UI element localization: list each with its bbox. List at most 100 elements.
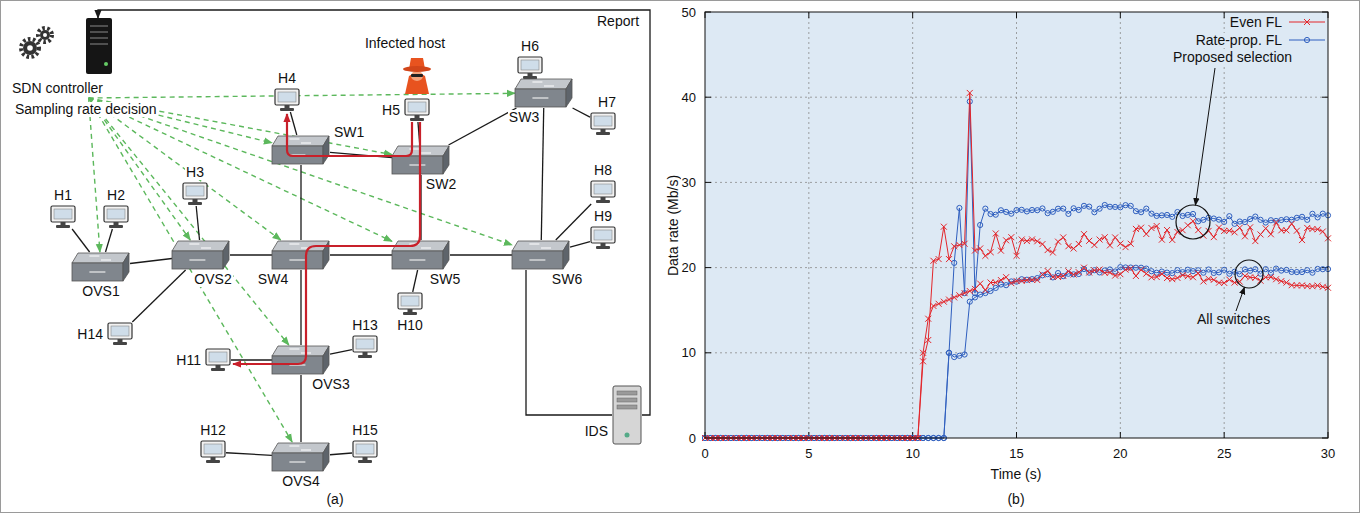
point-marker	[1263, 225, 1269, 231]
gear-hole	[43, 33, 47, 37]
point-marker	[1273, 276, 1279, 282]
switch-arrows	[189, 244, 211, 260]
point-marker	[1029, 236, 1035, 242]
point-marker	[1076, 241, 1082, 247]
host-node: H12	[200, 440, 226, 464]
point-marker	[1304, 37, 1309, 42]
point-marker	[1029, 277, 1034, 282]
point-marker	[1040, 206, 1045, 211]
switch-top	[272, 443, 329, 453]
point-marker	[988, 211, 993, 216]
point-marker	[988, 288, 993, 293]
node-icon	[590, 226, 616, 250]
point-marker	[1055, 206, 1060, 211]
host-node: H8	[590, 180, 616, 204]
switch-top	[515, 79, 572, 89]
point-marker	[1144, 206, 1149, 211]
point-marker	[1299, 269, 1304, 274]
tick-label: 15	[1008, 446, 1024, 461]
node-label: H15	[351, 423, 379, 438]
monitor-base	[211, 368, 225, 371]
grid-line	[705, 352, 1328, 353]
network-link	[230, 254, 272, 255]
monitor-stand	[408, 309, 413, 312]
node-label: H9	[593, 209, 613, 224]
host-node: H15	[352, 440, 378, 464]
point-marker	[1248, 216, 1253, 221]
point-marker	[962, 290, 968, 296]
point-marker	[1305, 268, 1310, 273]
point-marker	[983, 206, 988, 211]
point-marker	[998, 208, 1003, 213]
point-marker	[1190, 218, 1196, 224]
network-link	[300, 375, 301, 442]
monitor-screen	[594, 230, 612, 240]
point-marker	[1159, 271, 1165, 277]
node-label: H8	[593, 163, 613, 178]
node-label: H6	[520, 39, 540, 54]
node-label: IDS	[584, 424, 609, 439]
switch-side	[323, 241, 329, 269]
point-marker	[1154, 274, 1160, 280]
host-node: H13	[352, 335, 378, 359]
point-marker	[925, 337, 931, 343]
point-marker	[1144, 266, 1149, 271]
point-marker	[1263, 274, 1269, 280]
point-marker	[1221, 280, 1227, 286]
node-label: H7	[597, 95, 617, 110]
monitor-base	[358, 355, 372, 358]
switch-node: SW5	[392, 240, 450, 270]
point-marker	[952, 260, 957, 265]
node-label: H13	[351, 318, 379, 333]
point-marker	[1003, 274, 1009, 280]
point-marker	[936, 301, 942, 307]
point-marker	[1247, 224, 1253, 230]
point-marker	[1159, 213, 1164, 218]
point-marker	[1087, 270, 1092, 275]
point-marker	[1039, 271, 1045, 277]
monitor-frame	[591, 227, 615, 243]
point-marker	[1055, 274, 1061, 280]
network-link	[330, 453, 352, 455]
point-marker	[1112, 273, 1118, 279]
network-link	[449, 108, 517, 145]
point-marker	[1123, 203, 1128, 208]
point-marker	[1014, 253, 1020, 259]
host-node: H7	[590, 112, 616, 136]
node-label: H10	[396, 318, 424, 333]
grid-line	[912, 12, 913, 438]
server-slot	[90, 25, 108, 26]
monitor-stand	[193, 199, 198, 202]
point-marker	[1315, 215, 1320, 220]
node-icon	[517, 56, 543, 80]
control-link	[89, 98, 512, 245]
tick-label: 0	[688, 431, 697, 446]
switch-top	[272, 346, 329, 356]
point-marker	[1175, 268, 1180, 273]
point-marker	[1071, 272, 1077, 278]
ids-slot	[617, 398, 637, 402]
point-marker	[1310, 211, 1315, 216]
data-series	[702, 90, 1331, 441]
monitor-base	[403, 312, 417, 315]
point-marker	[1133, 273, 1139, 279]
legend-sample	[1289, 37, 1325, 42]
node-icon	[512, 240, 570, 270]
legend-samples	[1289, 19, 1325, 43]
point-marker	[957, 353, 962, 358]
monitor-screen	[356, 339, 374, 349]
network-link	[231, 359, 272, 360]
monitor-screen	[209, 352, 227, 362]
network-link	[556, 204, 591, 240]
tick-mark	[1120, 432, 1121, 438]
point-marker	[1242, 233, 1248, 239]
monitor-frame	[405, 99, 429, 115]
point-marker	[1289, 269, 1294, 274]
point-marker	[1164, 212, 1169, 217]
point-marker	[1242, 267, 1247, 272]
point-marker	[1050, 274, 1056, 280]
control-link	[89, 98, 281, 240]
switch-top	[272, 136, 329, 146]
point-marker	[1201, 270, 1206, 275]
point-marker	[993, 230, 999, 236]
